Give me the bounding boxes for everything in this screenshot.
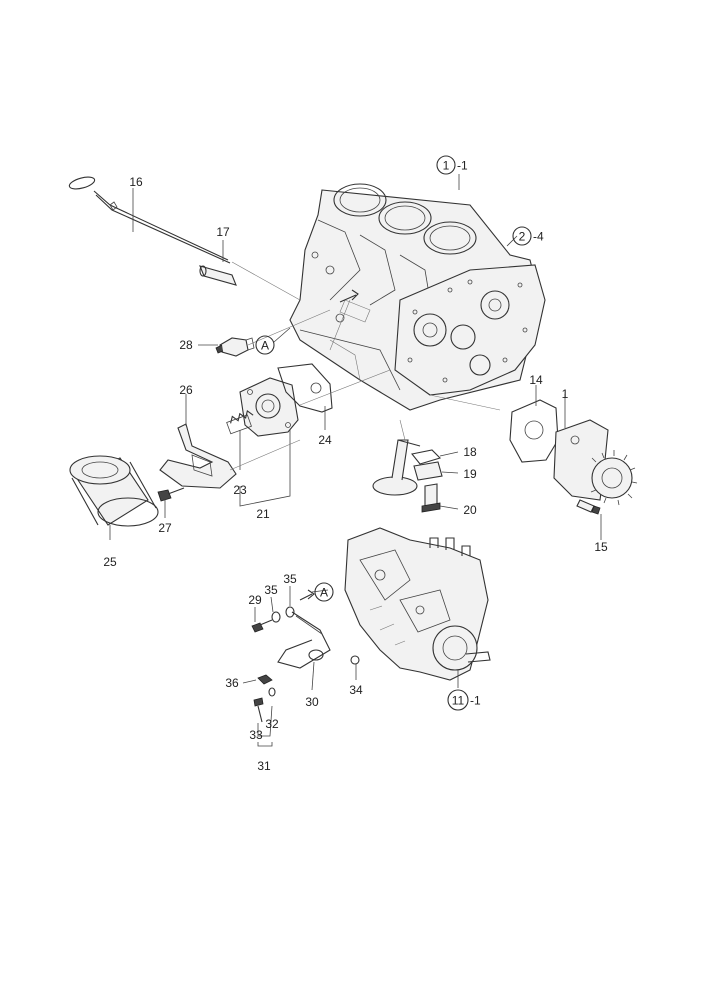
label-17[interactable]: 17 xyxy=(216,225,230,239)
fuel-pipe-30[interactable] xyxy=(277,611,331,669)
strainer-spacer[interactable] xyxy=(413,461,443,481)
label-25[interactable]: 25 xyxy=(103,555,117,569)
callout-2-4-num: 2 xyxy=(519,230,526,244)
label-24[interactable]: 24 xyxy=(318,433,332,447)
label-23[interactable]: 23 xyxy=(233,483,247,497)
strainer-gasket[interactable] xyxy=(411,449,442,465)
label-21[interactable]: 21 xyxy=(256,507,270,521)
fuel-injection-pump[interactable] xyxy=(344,527,491,681)
callout-11-1-num: 11 xyxy=(452,694,465,708)
label-31[interactable]: 31 xyxy=(257,759,271,773)
label-34[interactable]: 34 xyxy=(349,683,363,697)
label-20[interactable]: 20 xyxy=(463,503,477,517)
ref-arrow-a-top xyxy=(339,289,359,303)
label-18[interactable]: 18 xyxy=(463,445,477,459)
oil-pump-gasket[interactable] xyxy=(509,399,559,463)
oil-pipe-bracket[interactable] xyxy=(159,423,237,489)
relief-spring[interactable] xyxy=(226,410,254,435)
callout-1-1[interactable]: 1 -1 xyxy=(436,155,468,175)
label-30[interactable]: 30 xyxy=(305,695,319,709)
label-14[interactable]: 14 xyxy=(529,373,543,387)
label-35-right[interactable]: 35 xyxy=(283,572,297,586)
label-1[interactable]: 1 xyxy=(562,387,569,401)
washer-34[interactable] xyxy=(350,655,360,665)
label-19[interactable]: 19 xyxy=(463,467,477,481)
label-35-left[interactable]: 35 xyxy=(264,583,278,597)
label-28[interactable]: 28 xyxy=(179,338,193,352)
bolt-15[interactable] xyxy=(576,499,601,515)
bolt-20[interactable] xyxy=(421,483,441,513)
oil-pressure-switch[interactable] xyxy=(215,337,255,357)
washer-35-right[interactable] xyxy=(285,606,295,618)
callout-11-1-suffix: -1 xyxy=(470,694,481,708)
callout-11-1[interactable]: 11 -1 xyxy=(447,689,481,711)
part-labels: 16 17 28 26 24 23 21 27 25 18 19 20 14 1… xyxy=(103,175,608,773)
callout-1-1-suffix: -1 xyxy=(457,159,468,173)
label-32[interactable]: 32 xyxy=(265,717,279,731)
ref-a-bottom[interactable]: A xyxy=(314,582,334,602)
oil-pump[interactable] xyxy=(553,419,638,506)
ref-a-top-label: A xyxy=(261,339,269,353)
bolt-33[interactable] xyxy=(253,697,264,723)
label-36[interactable]: 36 xyxy=(225,676,239,690)
label-26[interactable]: 26 xyxy=(179,383,193,397)
oil-filter-bracket[interactable] xyxy=(239,377,299,437)
washer-35-left[interactable] xyxy=(271,611,281,623)
banjo-bolt-29[interactable] xyxy=(251,619,273,633)
callout-1-1-num: 1 xyxy=(443,159,450,173)
washer-32[interactable] xyxy=(268,687,276,697)
nut-36[interactable] xyxy=(257,674,273,685)
bracket-gasket[interactable] xyxy=(277,363,333,413)
label-33[interactable]: 33 xyxy=(249,728,263,742)
ref-a-bottom-label: A xyxy=(320,586,328,600)
leader-lines xyxy=(109,174,602,747)
ref-arrow-a-bottom xyxy=(299,589,315,601)
oil-filter[interactable] xyxy=(69,455,159,527)
gear-case-plate[interactable] xyxy=(394,264,546,396)
oil-strainer[interactable] xyxy=(372,439,421,496)
callout-2-4[interactable]: 2 -4 xyxy=(512,226,544,246)
dipstick-guide[interactable] xyxy=(199,265,237,286)
callout-2-4-suffix: -4 xyxy=(533,230,544,244)
dipstick[interactable] xyxy=(68,175,231,264)
bolt-27[interactable] xyxy=(157,487,185,502)
label-29[interactable]: 29 xyxy=(248,593,262,607)
ref-a-top[interactable]: A xyxy=(255,335,275,355)
label-15[interactable]: 15 xyxy=(594,540,608,554)
label-16[interactable]: 16 xyxy=(129,175,143,189)
label-27[interactable]: 27 xyxy=(158,521,172,535)
